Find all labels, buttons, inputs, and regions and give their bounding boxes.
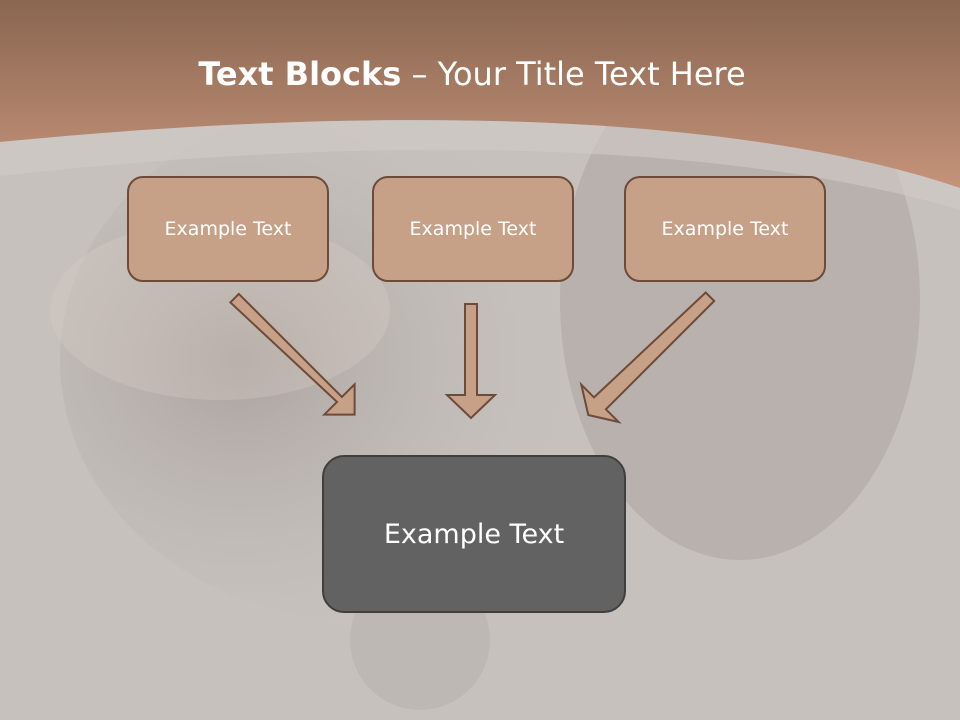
arrow-left bbox=[228, 292, 356, 416]
text-block-3[interactable]: Example Text bbox=[624, 176, 826, 282]
arrow-right bbox=[579, 291, 716, 424]
title-separator: – bbox=[401, 55, 438, 93]
arrow-middle bbox=[444, 303, 498, 420]
title-rest: Your Title Text Here bbox=[437, 55, 746, 93]
text-block-1[interactable]: Example Text bbox=[127, 176, 329, 282]
target-text-block[interactable]: Example Text bbox=[322, 455, 626, 613]
text-block-2[interactable]: Example Text bbox=[372, 176, 574, 282]
title-bold: Text Blocks bbox=[198, 55, 402, 93]
slide-title: Text Blocks – Your Title Text Here bbox=[0, 52, 944, 96]
